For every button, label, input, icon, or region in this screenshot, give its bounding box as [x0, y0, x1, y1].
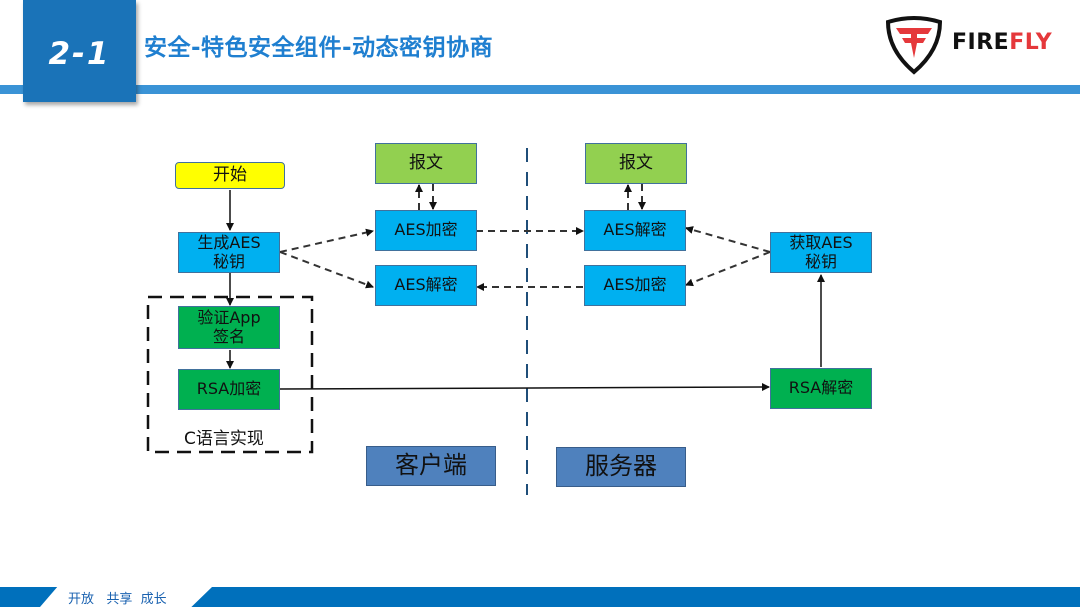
- footer-bar: [0, 587, 1080, 607]
- logo-text: FIREFLY: [952, 30, 1053, 55]
- c-impl-group-label: C语言实现: [184, 429, 264, 449]
- footer-slogan-panel: [40, 587, 212, 607]
- node-server-aes-decrypt: AES解密: [584, 210, 686, 251]
- footer-slogan: 开放 共享 成长: [68, 592, 167, 607]
- arrow-get-key-to-server-encrypt: [685, 251, 771, 287]
- arrow-rsa-encrypt-to-rsa-decrypt: [279, 383, 770, 392]
- node-rsa-encrypt: RSA加密: [178, 369, 280, 410]
- node-client-aes-encrypt: AES加密: [375, 210, 477, 251]
- section-badge: 2-1: [23, 0, 136, 102]
- arrow-generate-to-client-encrypt: [279, 228, 374, 253]
- arrow-generate-to-client-decrypt: [279, 251, 374, 289]
- zone-label-client: 客户端: [366, 446, 496, 486]
- header-bar: [0, 85, 1080, 94]
- c-impl-group-border: [146, 295, 314, 454]
- node-verify-app-signature: 验证App 签名: [178, 306, 280, 349]
- node-generate-aes-key: 生成AES 秘钥: [178, 232, 280, 273]
- page-title: 安全-特色安全组件-动态密钥协商: [144, 35, 494, 61]
- node-client-aes-decrypt: AES解密: [375, 265, 477, 306]
- node-server-aes-encrypt: AES加密: [584, 265, 686, 306]
- node-server-message: 报文: [585, 143, 687, 184]
- arrow-get-key-to-server-decrypt: [685, 226, 771, 253]
- node-rsa-decrypt: RSA解密: [770, 368, 872, 409]
- zone-label-server: 服务器: [556, 447, 686, 487]
- node-get-aes-key: 获取AES 秘钥: [770, 232, 872, 273]
- node-start: 开始: [175, 162, 285, 189]
- node-client-message: 报文: [375, 143, 477, 184]
- section-number: 2-1: [48, 36, 111, 72]
- firefly-shield-icon: [885, 16, 943, 75]
